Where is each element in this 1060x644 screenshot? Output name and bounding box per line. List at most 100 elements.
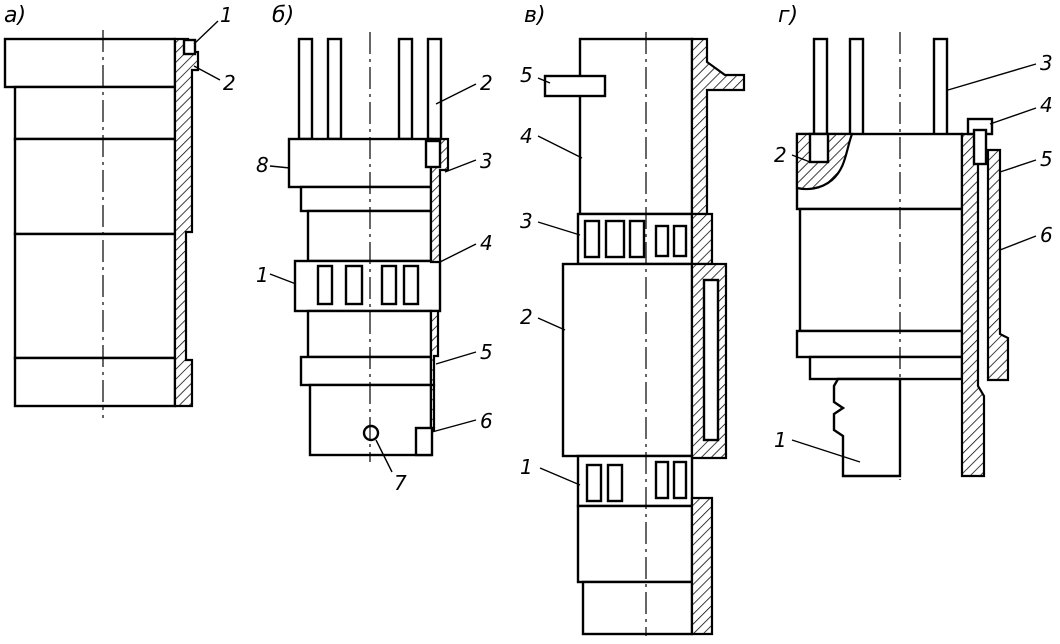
callout-g-3: 3 <box>1040 51 1053 75</box>
panel-b-upper-band <box>299 185 433 213</box>
leader-a-1 <box>193 20 219 45</box>
leader-v-2 <box>537 317 566 331</box>
panel-a: а) 1 2 <box>3 3 236 418</box>
panel-a-body <box>3 30 200 418</box>
callout-b-4: 4 <box>480 231 493 255</box>
panel-b-hole <box>362 424 380 442</box>
panel-b-window-3 <box>380 264 398 306</box>
panel-v-upper-window-2 <box>604 219 626 259</box>
callout-g-2: 2 <box>774 143 787 167</box>
panel-g-outer-sleeve <box>986 148 1010 382</box>
panel-v-bottom-end <box>581 580 694 636</box>
callout-g-1: 1 <box>774 428 787 452</box>
panel-g-threaded-end <box>832 377 902 478</box>
panel-v-lower-body <box>576 504 694 584</box>
leader-b-4 <box>439 243 477 263</box>
panel-g-rod-seat <box>808 132 830 164</box>
panel-b-label: б) <box>272 3 294 28</box>
callout-b-6: 6 <box>480 409 493 433</box>
panel-b-rod-3 <box>397 37 414 141</box>
leader-g-1 <box>791 439 861 463</box>
panel-v-wall-bottom <box>690 496 714 636</box>
panel-b-window-1 <box>316 264 334 306</box>
leader-a-2 <box>193 65 221 81</box>
panel-g: г) 1 2 3 4 <box>774 3 1053 480</box>
leader-b-8 <box>269 165 291 169</box>
leader-v-4 <box>537 135 583 159</box>
leader-v-1 <box>539 467 581 486</box>
panel-b-body <box>287 32 450 462</box>
panel-b-rod-4 <box>426 37 443 141</box>
panel-a-top-collar <box>3 37 177 89</box>
panel-v-middle-housing <box>561 262 694 458</box>
panel-b-wall-middle <box>429 309 440 387</box>
leader-b-5 <box>435 351 477 365</box>
leader-b-3 <box>444 159 477 173</box>
leader-g-2 <box>791 154 811 163</box>
callout-v-1: 1 <box>520 455 533 479</box>
panel-v-lower-window-4 <box>672 460 688 500</box>
callout-v-3: 3 <box>520 209 533 233</box>
panel-g-bolt <box>972 128 988 166</box>
panel-b-bottom-key <box>414 426 434 457</box>
panel-a-callouts: 1 2 <box>193 3 236 95</box>
panel-a-bottom-ring <box>13 356 177 408</box>
panel-a-sleeve-wall <box>173 37 200 408</box>
panel-a-pin <box>182 38 197 56</box>
leader-v-5 <box>537 77 551 84</box>
callout-b-7: 7 <box>394 471 407 495</box>
leader-g-3 <box>947 63 1037 91</box>
callout-b-3: 3 <box>480 149 493 173</box>
panel-v-upper-window-3 <box>628 219 646 259</box>
callout-v-2: 2 <box>520 305 533 329</box>
panel-a-lower-section <box>13 232 177 360</box>
leader-v-3 <box>537 221 581 236</box>
leader-b-1 <box>269 273 297 285</box>
panel-v-lower-window-1 <box>585 463 603 503</box>
panel-v-label: в) <box>524 3 546 28</box>
panel-a-upper-ring <box>13 85 177 141</box>
leader-b-2 <box>435 83 477 105</box>
callout-v-5: 5 <box>520 63 533 87</box>
callout-a-2: 2 <box>223 71 236 95</box>
leader-g-4 <box>989 107 1037 125</box>
panel-v-insert <box>702 278 720 442</box>
panel-b-pin-seat <box>424 139 442 169</box>
panel-v: в) 1 <box>520 3 746 636</box>
panel-b-window-2 <box>344 264 364 306</box>
panel-v-body <box>543 32 746 636</box>
panel-b-rods <box>297 37 443 141</box>
panel-b-rod-2 <box>326 37 343 141</box>
panel-g-lower-band <box>795 329 964 359</box>
panel-g-rod-2 <box>848 37 865 137</box>
panel-v-lower-window-2 <box>606 463 624 503</box>
panel-v-upper-window-4 <box>654 224 670 258</box>
callout-g-6: 6 <box>1040 223 1053 247</box>
leader-g-5 <box>999 159 1037 173</box>
panel-v-callouts: 1 2 3 4 5 <box>520 63 583 486</box>
callout-b-2: 2 <box>480 71 493 95</box>
callout-g-4: 4 <box>1040 93 1053 117</box>
leader-g-6 <box>999 235 1037 251</box>
panel-b-callouts: 1 2 3 4 5 6 7 8 <box>256 71 493 495</box>
panel-g-body <box>795 32 1010 480</box>
panel-b-wall-upper <box>429 137 450 264</box>
panel-g-callouts: 1 2 3 4 5 6 <box>774 51 1053 463</box>
panel-v-side-arm <box>543 74 607 98</box>
panel-v-lower-window-3 <box>654 460 670 500</box>
panel-a-middle-section <box>13 137 177 236</box>
panel-b-wall-lower <box>429 383 436 432</box>
panel-a-label: а) <box>4 3 26 28</box>
callout-b-1: 1 <box>256 263 269 287</box>
callout-a-1: 1 <box>220 3 233 27</box>
panel-v-wall-cage <box>690 212 714 266</box>
panel-g-rod-3 <box>932 37 949 137</box>
panel-v-wall-top <box>690 37 746 216</box>
panel-g-middle-body <box>798 207 964 333</box>
panel-v-upper-window-1 <box>583 219 601 259</box>
panel-b-rod-1 <box>297 37 314 141</box>
panel-v-upper-body <box>578 37 694 216</box>
panel-g-label: г) <box>778 3 798 28</box>
